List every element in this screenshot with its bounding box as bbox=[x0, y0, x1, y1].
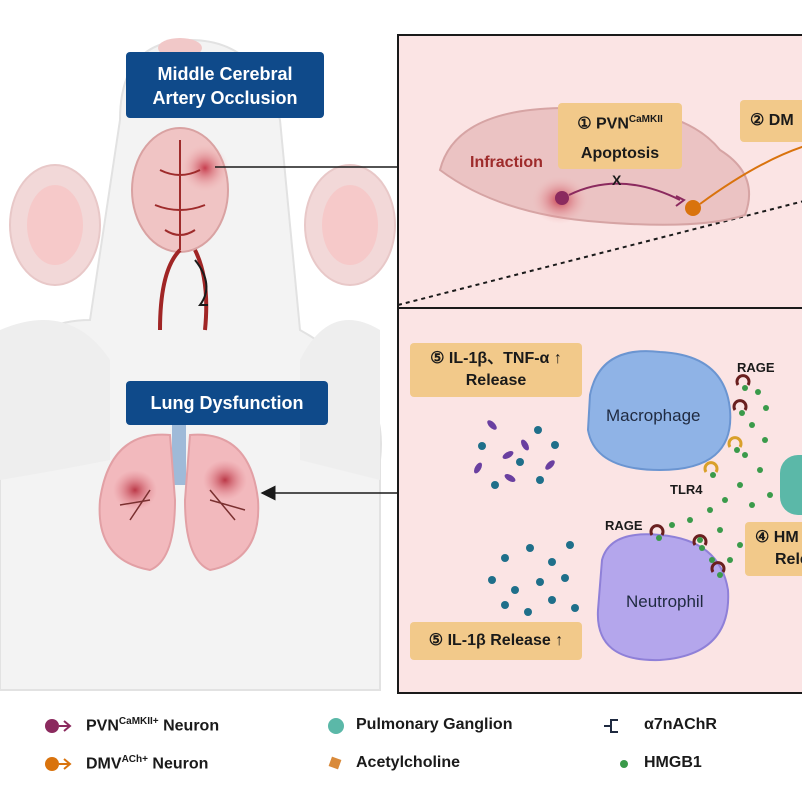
rage-label-top: RAGE bbox=[737, 360, 775, 375]
rat-brain bbox=[131, 127, 229, 331]
cytokines-il1b bbox=[488, 541, 579, 616]
rage-receptors bbox=[649, 374, 751, 573]
legend-dmv-neuron: DMVACh+ Neuron bbox=[86, 754, 209, 773]
tlr4-label: TLR4 bbox=[670, 482, 703, 497]
rat-lungs bbox=[98, 425, 260, 572]
legend-pulmonary-ganglion: Pulmonary Ganglion bbox=[356, 716, 513, 733]
brain-infarct bbox=[181, 144, 229, 192]
infraction-label: Infraction bbox=[470, 154, 543, 171]
macrophage-cell bbox=[586, 350, 732, 472]
a7nachr-icon bbox=[604, 719, 618, 733]
hmgb1-particles bbox=[656, 385, 773, 578]
hmgb1-icon bbox=[620, 760, 628, 768]
pvn-neuron-icon bbox=[45, 719, 59, 733]
legend-acetylcholine: Acetylcholine bbox=[356, 754, 461, 771]
mcao-label: Middle Cerebral Artery Occlusion bbox=[126, 52, 324, 118]
x-mark: X bbox=[612, 172, 622, 188]
pulmonary-ganglion bbox=[780, 455, 802, 515]
pulmonary-ganglion-icon bbox=[328, 718, 344, 734]
dmv-neuron-body bbox=[685, 200, 701, 216]
dmv-axon bbox=[699, 145, 802, 205]
lung-dysfunction-label: Lung Dysfunction bbox=[126, 381, 328, 425]
hmgb1-release-box: ④ HM Rele bbox=[745, 522, 802, 576]
legend-pvn-neuron: PVNCaMKII+ Neuron bbox=[86, 716, 220, 735]
acetylcholine-icon bbox=[328, 756, 342, 770]
macrophage-label: Macrophage bbox=[606, 406, 701, 425]
legend-a7nachr: α7nAChR bbox=[644, 716, 717, 733]
legend-hmgb1: HMGB1 bbox=[644, 754, 702, 771]
dmv-box: ② DM bbox=[740, 100, 802, 142]
il1b-tnfa-release-box: ⑤ IL-1β、TNF-α ↑ Release bbox=[410, 343, 582, 397]
rat-illustration bbox=[0, 38, 396, 691]
rage-label-mid: RAGE bbox=[605, 518, 643, 533]
neutrophil-label: Neutrophil bbox=[626, 592, 704, 611]
tlr4-receptors bbox=[703, 436, 743, 473]
dmv-neuron-icon bbox=[45, 757, 59, 771]
il1b-release-box: ⑤ IL-1β Release ↑ bbox=[410, 622, 582, 660]
trachea bbox=[172, 425, 186, 485]
pvn-neuron-body bbox=[555, 191, 569, 205]
neutrophil-cell bbox=[596, 533, 730, 662]
legend-icons bbox=[45, 718, 628, 771]
cytokines-il1b-tnfa bbox=[474, 420, 559, 489]
pvn-axon bbox=[568, 182, 681, 201]
pvn-apoptosis-box: ① PVNCaMKII Apoptosis bbox=[558, 103, 682, 169]
